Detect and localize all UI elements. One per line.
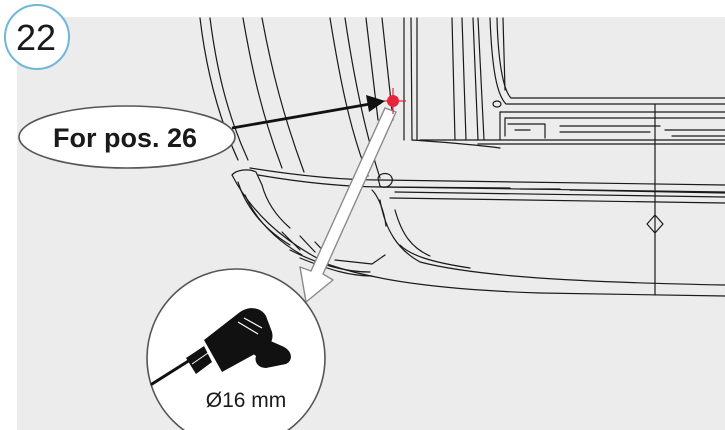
callout-leader-arrow (231, 95, 385, 130)
tool-badge: Ø16 mm (146, 268, 326, 430)
illustration-panel (17, 17, 725, 430)
drilling-direction-arrow (299, 107, 397, 303)
position-callout: For pos. 26 (18, 105, 236, 169)
step-number: 22 (16, 17, 56, 58)
drill-diameter-label: Ø16 mm (206, 389, 287, 412)
vehicle-rear-bumper-drawing (199, 17, 725, 297)
drill-icon (150, 308, 291, 386)
step-number-badge: 22 (4, 4, 70, 70)
callout-label: For pos. 26 (53, 123, 197, 153)
